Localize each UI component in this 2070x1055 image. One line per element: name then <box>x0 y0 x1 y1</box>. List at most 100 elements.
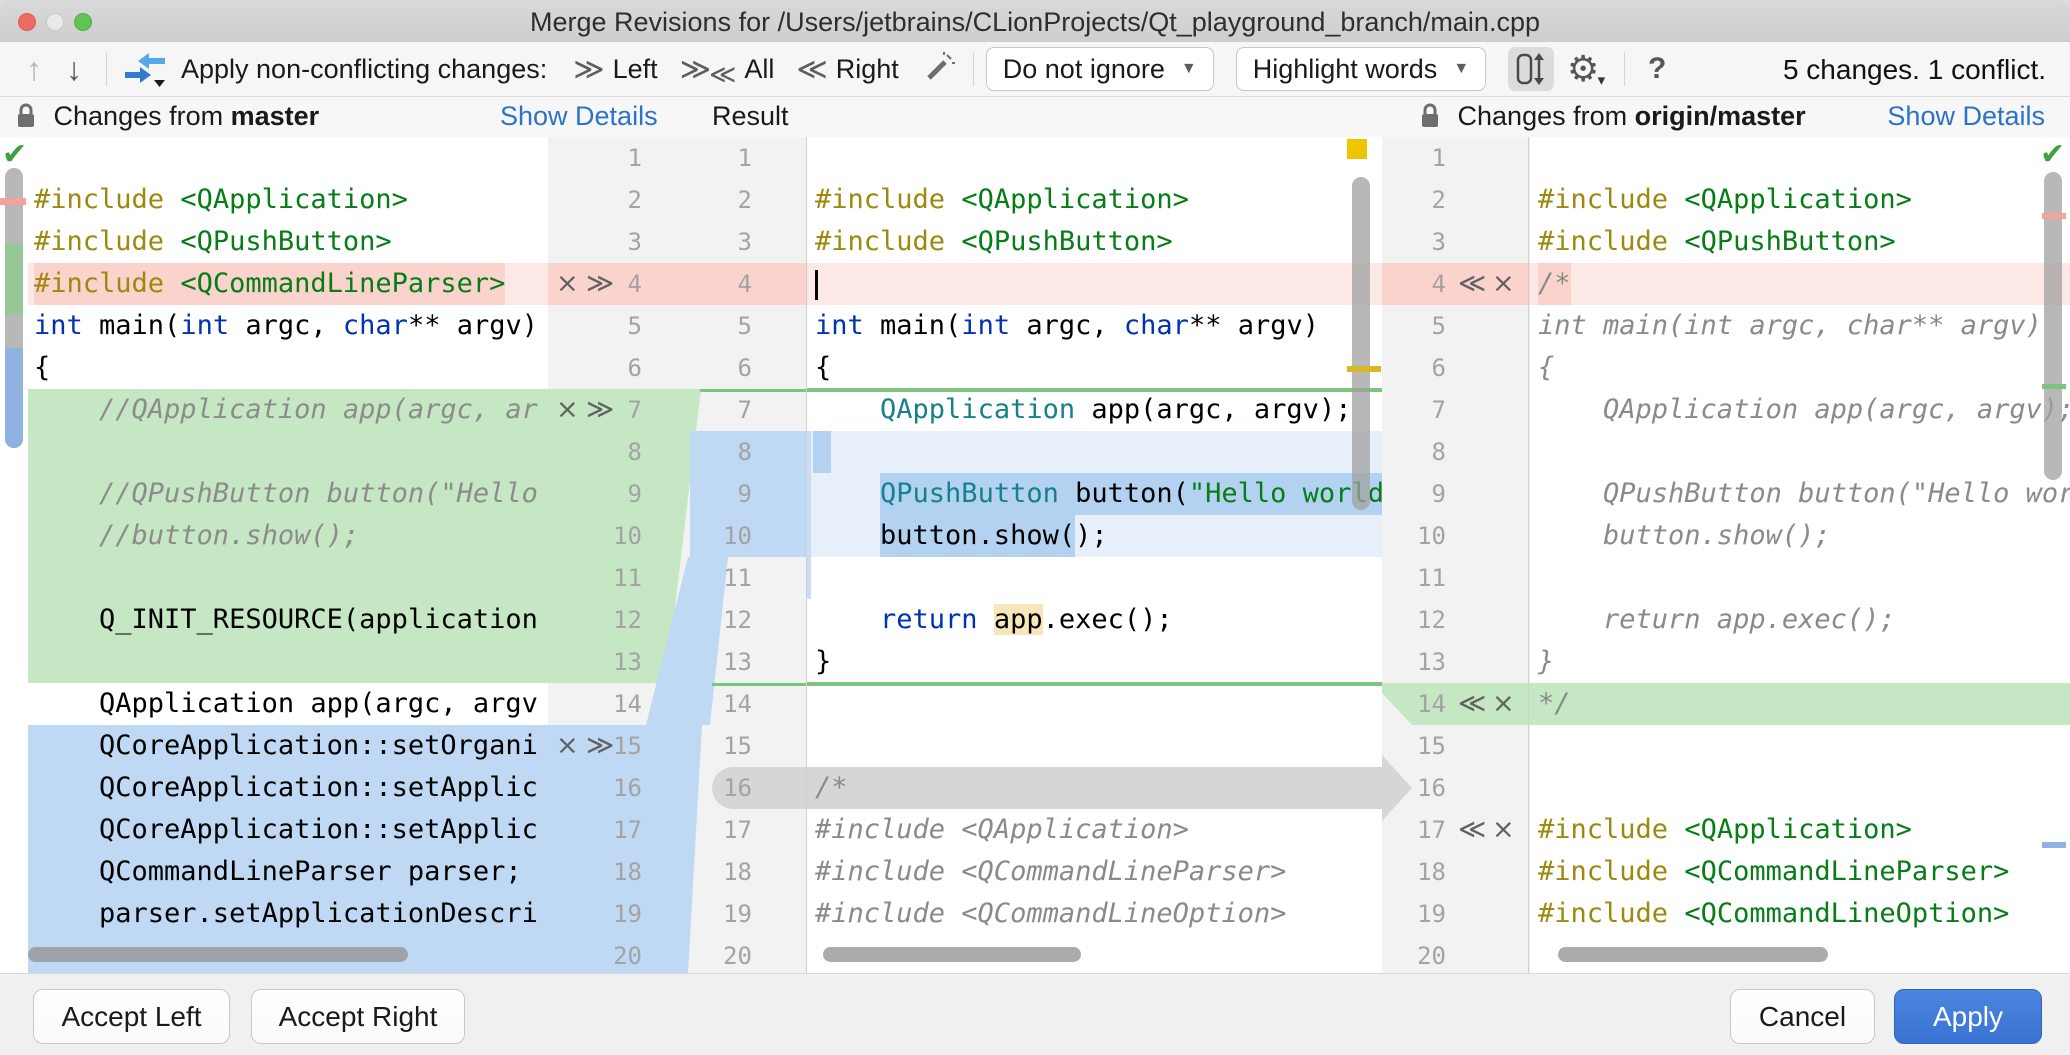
apply-all-button[interactable]: ≫ ≪ All <box>680 47 775 91</box>
stripe-mark-blue[interactable] <box>5 348 23 448</box>
resolve-simple-conflicts-button[interactable] <box>915 47 961 91</box>
apply-change-left-button[interactable]: ≪ <box>1458 814 1487 845</box>
code-line[interactable] <box>28 431 548 473</box>
stripe-mark-green[interactable] <box>5 243 23 315</box>
code-line[interactable]: button.show(); <box>1530 515 2070 557</box>
code-line[interactable] <box>807 263 1382 305</box>
ignore-policy-dropdown[interactable]: Do not ignore ▼ <box>985 47 1214 91</box>
code-line[interactable]: #include <QApplication> <box>28 179 548 221</box>
left-show-details-link[interactable]: Show Details <box>500 101 658 131</box>
code-line[interactable]: QCommandLineParser parser; <box>28 851 548 893</box>
result-vertical-scrollbar-thumb[interactable] <box>1352 177 1370 510</box>
collapse-unchanged-fragments-button[interactable] <box>1508 47 1555 91</box>
apply-change-right-button[interactable]: ≫ <box>586 730 615 761</box>
code-line[interactable]: return app.exec(); <box>807 599 1382 641</box>
accept-right-button[interactable]: Accept Right <box>251 989 465 1044</box>
ignore-change-button[interactable]: × <box>1492 688 1515 719</box>
code-line[interactable]: { <box>807 347 1382 389</box>
accept-left-button[interactable]: Accept Left <box>33 989 230 1044</box>
stripe-mark-yellow[interactable] <box>1347 366 1381 372</box>
code-line[interactable]: QPushButton button("Hello wor <box>1530 473 2070 515</box>
code-line[interactable]: #include <QCommandLineParser> <box>1530 851 2070 893</box>
code-line[interactable] <box>28 641 548 683</box>
code-line[interactable] <box>807 557 1382 599</box>
code-line[interactable]: return app.exec(); <box>1530 599 2070 641</box>
code-line[interactable] <box>807 682 1382 725</box>
close-window-button[interactable] <box>18 13 36 31</box>
stripe-mark-yellow-square[interactable] <box>1347 139 1367 159</box>
left-editor-pane[interactable]: #include <QApplication>#include <QPushBu… <box>0 137 548 973</box>
stripe-mark-red[interactable] <box>2042 213 2066 219</box>
code-line[interactable]: QApplication app(argc, argv); <box>1530 389 2070 431</box>
apply-change-right-button[interactable]: ≫ <box>586 394 615 425</box>
code-line[interactable]: } <box>1530 641 2070 683</box>
code-line[interactable] <box>807 725 1382 767</box>
stripe-mark-red[interactable] <box>0 198 26 205</box>
code-line[interactable]: #include <QCommandLineParser> <box>28 263 548 305</box>
code-line[interactable]: QCoreApplication::setApplic <box>28 809 548 851</box>
code-line[interactable]: #include <QApplication> <box>1530 809 2070 851</box>
apply-right-button[interactable]: ≪ Right <box>796 47 898 91</box>
cancel-button[interactable]: Cancel <box>1730 989 1875 1044</box>
zoom-window-button[interactable] <box>74 13 92 31</box>
code-line[interactable]: #include <QCommandLineOption> <box>1530 893 2070 935</box>
ignore-change-button[interactable]: × <box>556 730 579 761</box>
stripe-mark-blue[interactable] <box>2042 842 2066 848</box>
code-line[interactable] <box>1530 137 2070 179</box>
right-horizontal-scrollbar-thumb[interactable] <box>1558 947 1828 962</box>
code-line[interactable] <box>1530 767 2070 809</box>
ignore-change-button[interactable]: × <box>1492 268 1515 299</box>
code-line[interactable]: */ <box>1530 683 2070 725</box>
right-editor-pane[interactable]: #include <QApplication>#include <QPushBu… <box>1530 137 2070 973</box>
right-vertical-scrollbar-thumb[interactable] <box>2044 172 2062 480</box>
minimize-window-button[interactable] <box>46 13 64 31</box>
apply-left-button[interactable]: ≫ Left <box>573 47 657 91</box>
code-line[interactable] <box>1530 557 2070 599</box>
apply-all-non-conflicting-button[interactable] <box>119 47 171 91</box>
code-line[interactable]: } <box>807 641 1382 683</box>
code-line[interactable]: int main(int argc, char** argv) <box>807 305 1382 347</box>
code-line[interactable]: QApplication app(argc, argv <box>28 683 548 725</box>
code-line[interactable] <box>28 557 548 599</box>
code-line[interactable]: #include <QPushButton> <box>28 221 548 263</box>
code-line[interactable]: /* <box>1530 263 2070 305</box>
ignore-change-button[interactable]: × <box>556 394 579 425</box>
code-line[interactable]: #include <QCommandLineParser> <box>807 851 1382 893</box>
code-line[interactable]: Q_INIT_RESOURCE(application <box>28 599 548 641</box>
result-editor-pane[interactable]: #include <QApplication>#include <QPushBu… <box>807 137 1382 973</box>
apply-change-left-button[interactable]: ≪ <box>1458 688 1487 719</box>
previous-change-button[interactable]: ↑ <box>14 47 54 91</box>
apply-change-right-button[interactable]: ≫ <box>586 268 615 299</box>
next-change-button[interactable]: ↓ <box>54 47 94 91</box>
code-line[interactable]: QApplication app(argc, argv); <box>807 388 1382 431</box>
settings-button[interactable]: ⚙ ▾ <box>1560 47 1606 91</box>
code-line[interactable]: int main(int argc, char** argv) <box>28 305 548 347</box>
code-line[interactable]: int main(int argc, char** argv) <box>1530 305 2070 347</box>
code-line[interactable]: QCoreApplication::setApplic <box>28 767 548 809</box>
stripe-mark-green[interactable] <box>2042 384 2066 389</box>
code-line[interactable]: { <box>1530 347 2070 389</box>
apply-button[interactable]: Apply <box>1894 989 2042 1044</box>
code-line[interactable]: #include <QCommandLineOption> <box>807 893 1382 935</box>
code-line[interactable] <box>1530 725 2070 767</box>
result-horizontal-scrollbar-thumb[interactable] <box>823 947 1081 962</box>
code-line[interactable]: #include <QApplication> <box>807 179 1382 221</box>
code-line[interactable]: //QApplication app(argc, ar <box>28 389 548 431</box>
code-line[interactable]: #include <QPushButton> <box>1530 221 2070 263</box>
apply-change-left-button[interactable]: ≪ <box>1458 268 1487 299</box>
right-show-details-link[interactable]: Show Details <box>1887 101 2045 131</box>
code-line[interactable]: /* <box>807 767 1382 809</box>
code-line[interactable] <box>807 431 1382 473</box>
ignore-change-button[interactable]: × <box>1492 814 1515 845</box>
code-line[interactable]: button.show(); <box>807 515 1382 557</box>
code-line[interactable] <box>28 137 548 179</box>
code-line[interactable]: #include <QPushButton> <box>807 221 1382 263</box>
help-button[interactable]: ? <box>1637 47 1677 91</box>
code-line[interactable]: QPushButton button("Hello world <box>807 473 1382 515</box>
code-line[interactable] <box>1530 431 2070 473</box>
code-line[interactable] <box>807 137 1382 179</box>
code-line[interactable]: QCoreApplication::setOrgani <box>28 725 548 767</box>
code-line[interactable]: parser.setApplicationDescri <box>28 893 548 935</box>
code-line[interactable]: #include <QApplication> <box>807 809 1382 851</box>
code-line[interactable]: #include <QApplication> <box>1530 179 2070 221</box>
